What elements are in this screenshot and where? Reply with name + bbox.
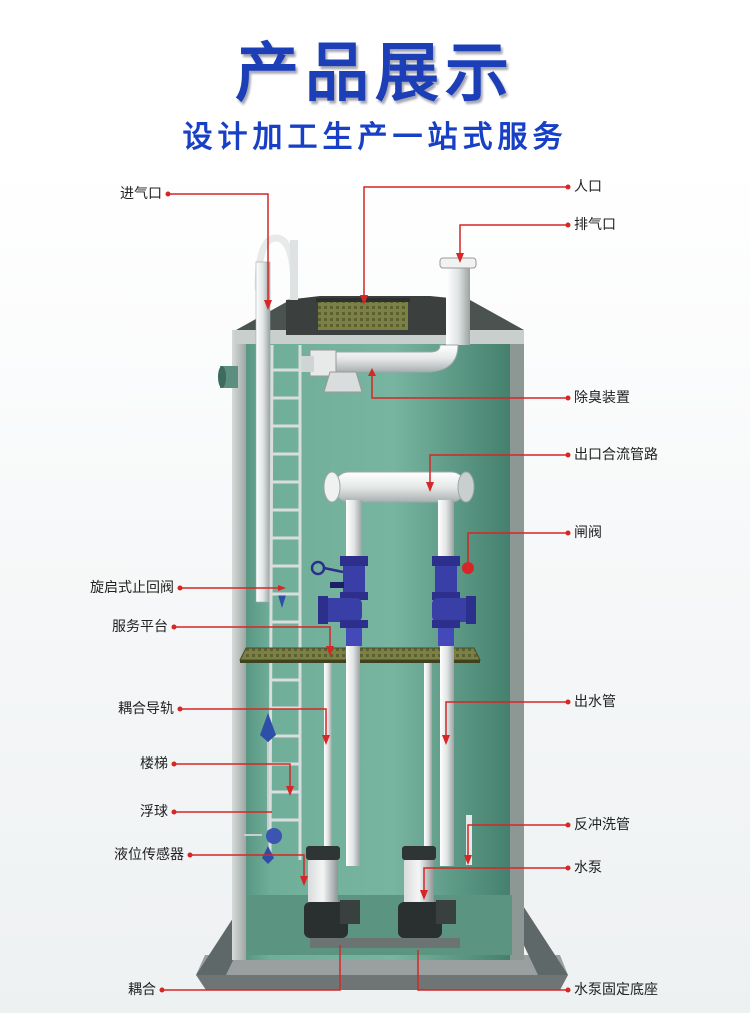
side-inlet-flange	[218, 366, 238, 388]
label-gate-valve: 闸阀	[574, 525, 602, 541]
label-service-platform: 服务平台	[112, 619, 168, 635]
label-pump-base: 水泵固定底座	[574, 982, 658, 998]
valve-assembly-right	[432, 556, 476, 646]
page-subtitle: 设计加工生产一站式服务	[182, 120, 568, 155]
label-level-sensor: 液位传感器	[114, 847, 184, 863]
vent-pipe	[254, 234, 298, 608]
callout-arrows	[159, 184, 571, 993]
callout-lines	[162, 186, 568, 991]
outlet-manifold	[323, 471, 475, 558]
pump-base-plate	[310, 938, 460, 948]
label-swing-check-valve: 旋启式止回阀	[90, 580, 174, 596]
exhaust-pipe	[327, 257, 477, 373]
label-water-pump: 水泵	[574, 860, 602, 876]
deodorizer-unit	[300, 349, 363, 393]
pump-left	[304, 846, 360, 938]
manhole-frame	[286, 296, 470, 335]
label-coupling-guide-rail: 耦合导轨	[118, 701, 174, 717]
pump-right	[398, 846, 456, 938]
label-deodorizer: 除臭装置	[574, 390, 630, 406]
valve-assembly-left	[310, 556, 368, 646]
ladder	[268, 344, 302, 861]
label-outlet-pipe: 出水管	[574, 694, 616, 710]
label-outlet-manifold: 出口合流管路	[574, 447, 658, 463]
label-backwash-pipe: 反冲洗管	[574, 817, 630, 833]
label-air-inlet: 进气口	[120, 186, 162, 202]
label-exhaust-port: 排气口	[574, 217, 616, 233]
discharge-pipes	[324, 646, 472, 866]
page-title: 产品展示	[235, 37, 515, 111]
label-float-ball: 浮球	[140, 804, 168, 820]
label-ladder: 楼梯	[140, 756, 168, 772]
label-entrance: 人口	[574, 179, 602, 195]
label-coupling: 耦合	[128, 982, 156, 998]
